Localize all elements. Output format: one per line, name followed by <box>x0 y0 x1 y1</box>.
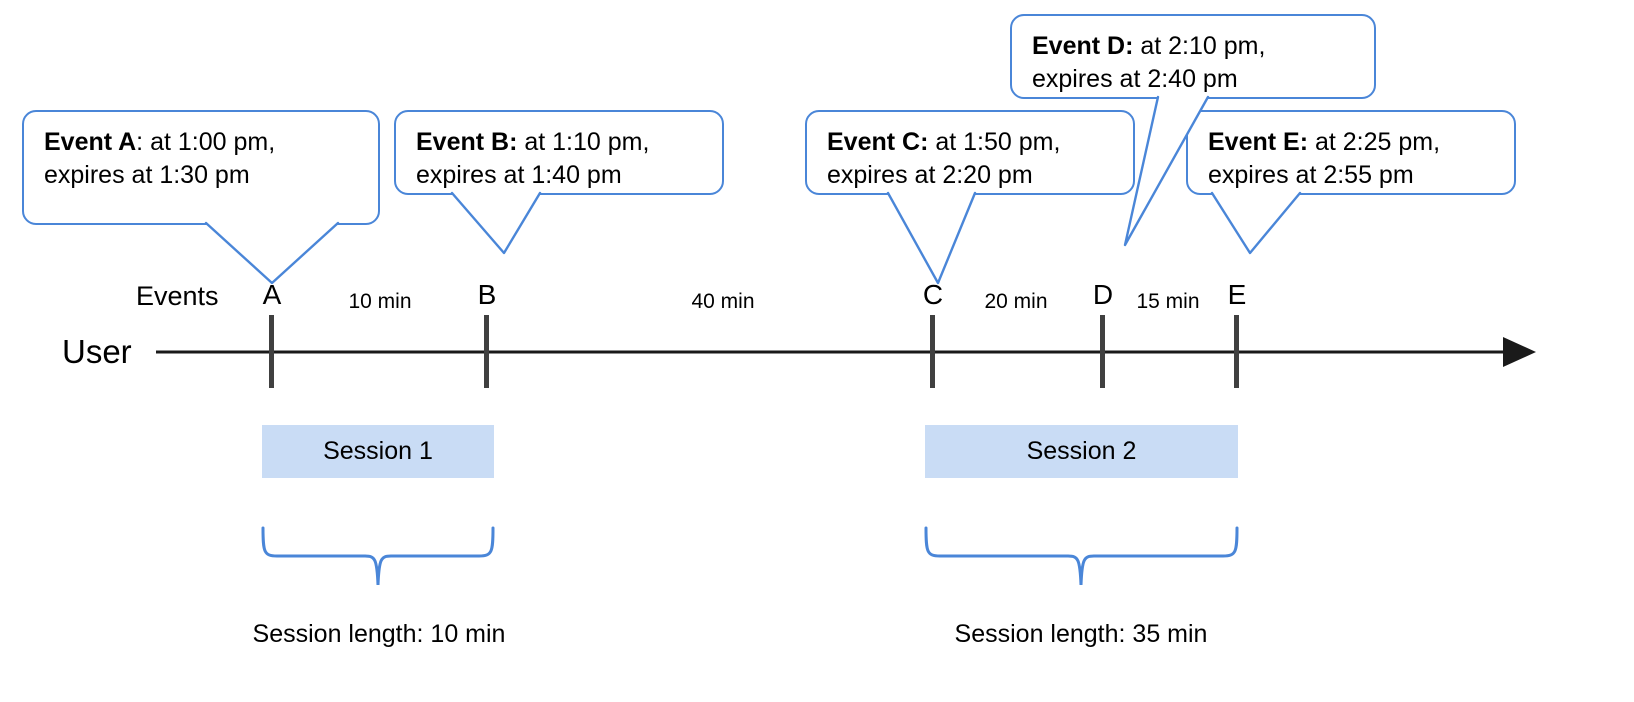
interval-label-b-c: 40 min <box>691 290 755 313</box>
callout-event-b-time: at 1:10 pm, <box>524 128 650 156</box>
callout-tail-b <box>450 191 542 255</box>
tick-mark-a <box>269 315 274 388</box>
callout-event-b-line2: expires at 1:40 pm <box>416 160 622 189</box>
callout-event-d-title: Event D: <box>1032 32 1134 60</box>
callout-event-e: Event E: at 2:25 pm, expires at 2:55 pm <box>1186 110 1516 195</box>
callout-tail-c <box>886 191 977 285</box>
interval-label-d-e: 15 min <box>1136 290 1200 313</box>
tick-mark-e <box>1234 315 1239 388</box>
session-2-brace <box>924 526 1239 586</box>
callout-event-d-time: at 2:10 pm, <box>1140 32 1266 60</box>
callout-event-b-line1: Event B: at 1:10 pm, <box>416 126 704 159</box>
tick-mark-c <box>930 315 935 388</box>
callout-event-a: Event A: at 1:00 pm, expires at 1:30 pm <box>22 110 380 225</box>
callout-tail-d <box>1123 95 1210 247</box>
callout-event-d: Event D: at 2:10 pm, expires at 2:40 pm <box>1010 14 1376 99</box>
session-1-length-label: Session length: 10 min <box>252 620 506 648</box>
callout-event-a-title: Event A <box>44 128 137 156</box>
row-label-user: User <box>62 333 132 370</box>
tick-mark-b <box>484 315 489 388</box>
callout-event-c-time: at 1:50 pm, <box>935 128 1061 156</box>
tick-mark-d <box>1100 315 1105 388</box>
marker-letter-a: A <box>262 279 282 310</box>
callout-event-b-title: Event B: <box>416 128 518 156</box>
session-1-brace <box>261 526 495 586</box>
session-2-length-label: Session length: 35 min <box>954 620 1208 648</box>
callout-event-a-line2: expires at 1:30 pm <box>44 160 250 189</box>
callout-event-c-line1: Event C: at 1:50 pm, <box>827 126 1115 159</box>
session-box-2: Session 2 <box>925 425 1238 478</box>
interval-label-c-d: 20 min <box>984 290 1048 313</box>
session-box-1: Session 1 <box>262 425 494 478</box>
callout-event-c-title: Event C: <box>827 128 929 156</box>
marker-letter-e: E <box>1227 279 1247 310</box>
callout-event-d-line1: Event D: at 2:10 pm, <box>1032 30 1356 63</box>
callout-event-e-time: at 2:25 pm, <box>1314 128 1441 156</box>
callout-event-e-title: Event E: <box>1208 128 1309 156</box>
callout-tail-e <box>1210 191 1302 255</box>
callout-event-a-separator: : <box>136 128 151 156</box>
callout-event-d-line2: expires at 2:40 pm <box>1032 64 1238 93</box>
callout-event-e-line1: Event E: at 2:25 pm, <box>1208 126 1496 159</box>
callout-event-e-line2: expires at 2:55 pm <box>1208 160 1414 189</box>
interval-label-a-b: 10 min <box>348 290 412 313</box>
marker-letter-d: D <box>1092 279 1114 310</box>
callout-event-a-line1: Event A: at 1:00 pm, <box>44 126 360 159</box>
callout-event-a-time: at 1:00 pm, <box>150 128 276 156</box>
marker-letter-c: C <box>922 279 944 310</box>
events-label: Events <box>136 281 219 311</box>
callout-event-b: Event B: at 1:10 pm, expires at 1:40 pm <box>394 110 724 195</box>
callout-event-c-line2: expires at 2:20 pm <box>827 160 1033 189</box>
callout-tail-a <box>204 221 340 285</box>
callout-event-c: Event C: at 1:50 pm, expires at 2:20 pm <box>805 110 1135 195</box>
marker-letter-b: B <box>477 279 497 310</box>
